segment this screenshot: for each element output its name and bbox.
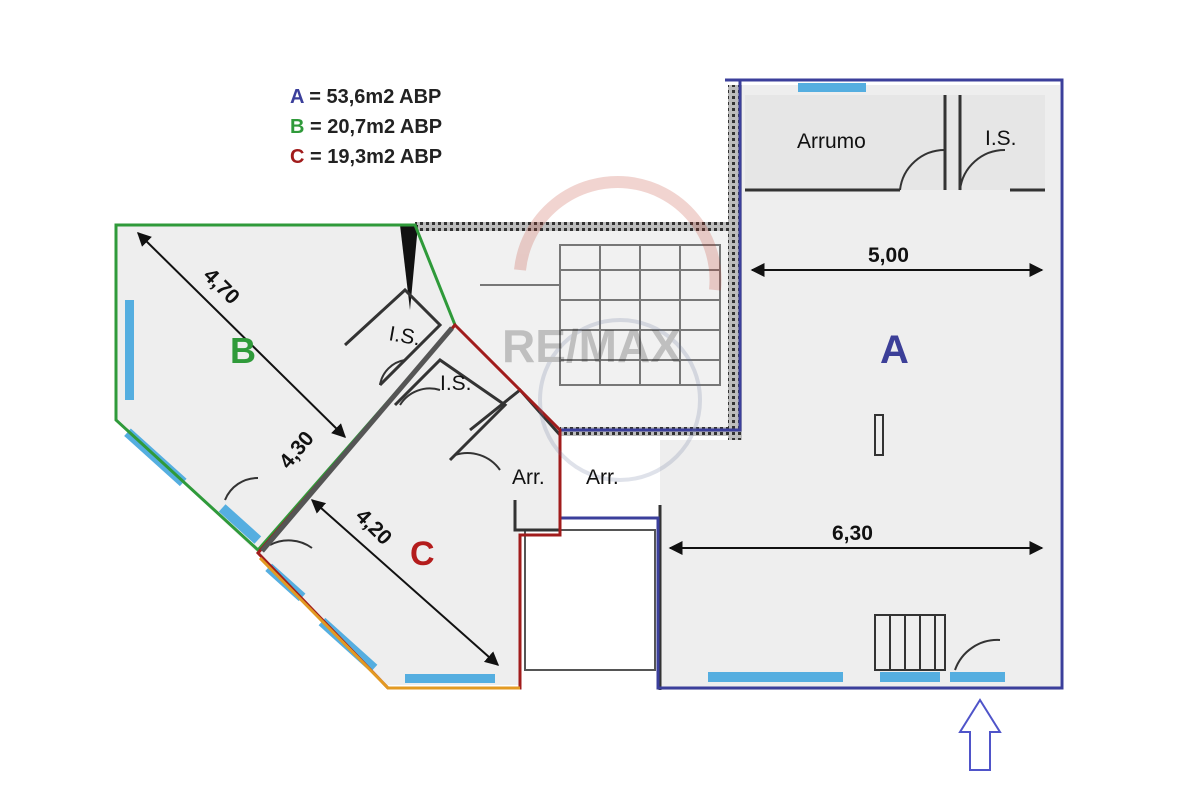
floor-fills bbox=[115, 85, 1060, 690]
window bbox=[218, 504, 262, 544]
room-label-is-b: I.S. bbox=[387, 322, 422, 350]
entrance-arrow-icon bbox=[958, 698, 1002, 771]
staircase bbox=[480, 244, 721, 386]
room-label-arrumo: Arrumo bbox=[797, 130, 866, 153]
legend-row-c: C = 19,3m2 ABP bbox=[290, 142, 442, 172]
zone-a-outline bbox=[558, 78, 1064, 690]
window bbox=[798, 83, 866, 92]
window bbox=[880, 672, 940, 682]
zone-c-outline bbox=[255, 322, 562, 690]
window bbox=[125, 300, 134, 400]
zone-a-floor bbox=[660, 85, 1060, 690]
outdoor-patio bbox=[524, 529, 656, 671]
stair-hall-floor bbox=[415, 225, 735, 430]
legend-value-a: = 53,6m2 ABP bbox=[303, 86, 442, 108]
window bbox=[950, 672, 1005, 682]
zone-label-a: A bbox=[880, 328, 909, 372]
dim-line-c-diagonal bbox=[310, 499, 500, 666]
legend-value-c: = 19,3m2 ABP bbox=[304, 146, 443, 168]
legend-key-a: A bbox=[290, 86, 304, 108]
legend-value-b: = 20,7m2 ABP bbox=[304, 116, 443, 138]
dim-label-a-bottom: 6,30 bbox=[832, 522, 873, 545]
partitions bbox=[343, 95, 1045, 690]
remax-watermark: RE/MAX bbox=[502, 176, 722, 482]
zone-label-b: B bbox=[230, 330, 256, 371]
dimension-lines bbox=[137, 232, 1044, 666]
window bbox=[874, 414, 884, 456]
zone-label-c: C bbox=[410, 535, 435, 573]
legend-row-b: B = 20,7m2 ABP bbox=[290, 112, 442, 142]
wall-top-hatched bbox=[415, 222, 735, 231]
room-label-arr-1: Arr. bbox=[512, 466, 545, 489]
legend-key-c: C bbox=[290, 146, 305, 168]
window bbox=[405, 674, 495, 683]
arrumo-floor bbox=[745, 95, 1045, 190]
dim-label-a-top: 5,00 bbox=[868, 244, 909, 267]
dim-line-b-diagonal bbox=[137, 232, 346, 438]
room-label-is-c: I.S. bbox=[440, 372, 472, 395]
door-swings bbox=[224, 148, 1006, 671]
room-label-is-a: I.S. bbox=[985, 127, 1017, 150]
area-legend: A = 53,6m2 ABP B = 20,7m2 ABP C = 19,3m2… bbox=[290, 82, 442, 172]
entrance-steps bbox=[874, 614, 946, 671]
window bbox=[708, 672, 843, 682]
legend-key-b: B bbox=[290, 116, 305, 138]
b-c-divider bbox=[260, 326, 454, 553]
wall-corner-dark bbox=[400, 225, 418, 310]
zone-c-orange-edge bbox=[258, 556, 520, 690]
legend-row-a: A = 53,6m2 ABP bbox=[290, 82, 442, 112]
room-label-arr-2: Arr. bbox=[586, 466, 619, 489]
watermark-text: RE/MAX bbox=[502, 320, 681, 372]
